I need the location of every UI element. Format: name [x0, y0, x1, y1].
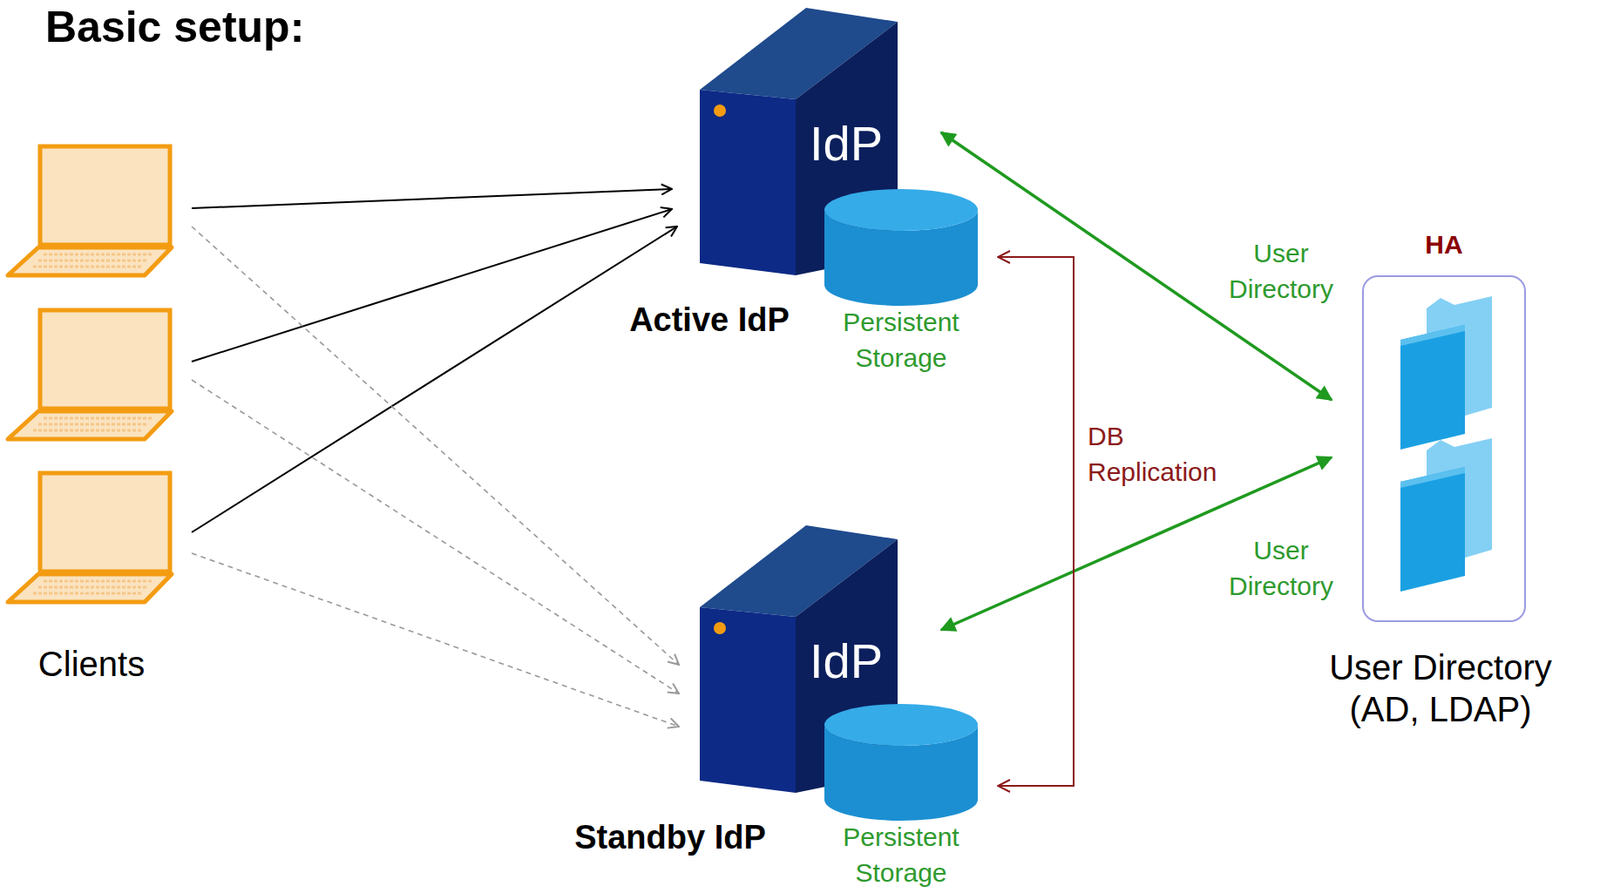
server-face [699, 607, 796, 794]
connector [191, 379, 679, 694]
connector [191, 226, 678, 533]
database-cylinder: Persistent Storage [824, 189, 978, 376]
group-label: Clients [4, 644, 179, 685]
diagram-title: Basic setup: [45, 1, 305, 53]
connector-label: User Directory [1213, 235, 1350, 307]
user-directory-box: HAUser Directory (AD, LDAP) [1362, 275, 1526, 623]
server-role-label: Active IdP [629, 301, 790, 339]
laptop-icon [7, 473, 172, 603]
connector [191, 189, 672, 209]
laptop-icon [7, 146, 172, 276]
laptop-icon [7, 310, 172, 440]
storage-label: Persistent Storage [824, 304, 978, 376]
directory-label: User Directory (AD, LDAP) [1301, 646, 1580, 731]
cylinder-top [824, 189, 978, 231]
connector [997, 257, 1074, 787]
connector [191, 553, 679, 727]
connector [191, 226, 679, 665]
database-cylinder: Persistent Storage [824, 704, 978, 891]
server-role-label: Standby IdP [574, 819, 767, 857]
connector-label: User Directory [1213, 532, 1350, 604]
cylinder-shape [824, 189, 978, 306]
power-led [713, 622, 726, 635]
folder-icon [1400, 438, 1492, 592]
storage-label: Persistent Storage [824, 819, 978, 891]
connector [191, 209, 672, 362]
server-face [699, 89, 796, 276]
ha-heading: HA [1424, 230, 1463, 260]
server-label: IdP [809, 632, 883, 690]
connector-label: DB Replication [1084, 418, 1256, 490]
power-led [713, 104, 726, 117]
client-group: Clients [4, 139, 179, 685]
folder-icon [1400, 296, 1492, 450]
server-label: IdP [809, 115, 883, 172]
cylinder-top [824, 704, 978, 746]
cylinder-shape [824, 704, 978, 821]
